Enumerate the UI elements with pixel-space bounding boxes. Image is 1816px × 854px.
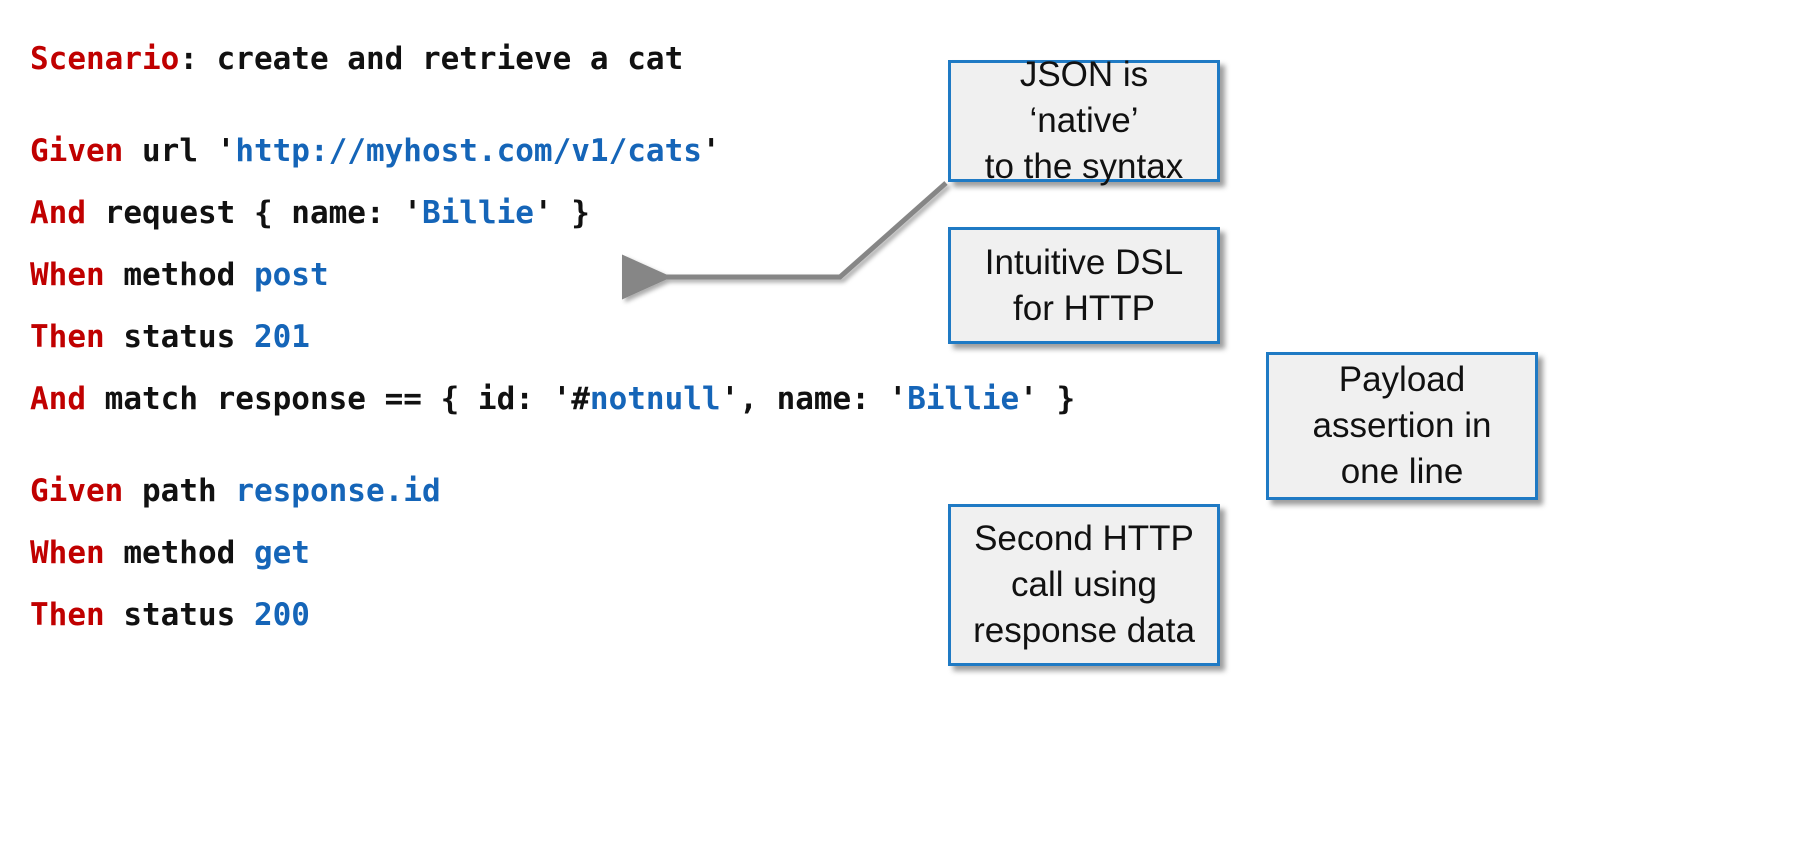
code-line-given-path: Given path response.id xyxy=(30,460,1330,522)
callout-payload-assertion: Payload assertion in one line xyxy=(1266,352,1538,500)
callout-intuitive-dsl-line2: for HTTP xyxy=(1013,288,1155,328)
code-token-text: request { name: ' xyxy=(86,195,422,231)
code-token-keyword: When xyxy=(30,257,105,293)
callout-second-http-line3: response data xyxy=(973,611,1195,650)
code-token-text: status xyxy=(104,319,254,355)
callout-json-native-line2: to the syntax xyxy=(984,147,1184,186)
code-token-text: : create and retrieve a cat xyxy=(179,41,684,77)
code-token-value: post xyxy=(253,257,329,293)
code-token-keyword: Given xyxy=(30,473,124,509)
code-token-keyword: And xyxy=(30,195,86,231)
callout-intuitive-dsl: Intuitive DSL for HTTP xyxy=(948,227,1220,344)
callout-payload-assertion-line2: assertion in xyxy=(1312,406,1492,445)
code-token-keyword: Given xyxy=(30,133,124,169)
code-line-when-method-get: When method get xyxy=(30,522,1330,584)
callout-second-http-line2: call using xyxy=(1011,565,1157,604)
callout-json-native: JSON is ‘native’ to the syntax xyxy=(948,55,1220,186)
code-token-text: url ' xyxy=(123,133,236,169)
code-token-text: ' } xyxy=(1019,381,1076,417)
callout-json-native-line1: JSON is ‘native’ xyxy=(1019,55,1149,140)
code-line-scenario: Scenario: create and retrieve a cat xyxy=(30,28,1330,90)
code-token-keyword: When xyxy=(30,535,105,571)
code-token-keyword: And xyxy=(30,381,86,417)
code-line-then-status-201: Then status 201 xyxy=(30,306,1330,368)
code-token-value: Billie xyxy=(907,381,1020,417)
code-line-and-match-response: And match response == { id: '#notnull', … xyxy=(30,368,1330,430)
code-token-value: notnull xyxy=(589,381,721,417)
code-line-then-status-200: Then status 200 xyxy=(30,584,1330,646)
code-token-text: path xyxy=(123,473,236,509)
code-token-text: match response == { id: '# xyxy=(86,381,590,417)
callout-intuitive-dsl-line1: Intuitive DSL xyxy=(984,242,1184,282)
code-token-text: method xyxy=(104,535,254,571)
code-token-value: get xyxy=(253,535,310,571)
callout-payload-assertion-line1: Payload xyxy=(1338,360,1466,399)
code-token-text: method xyxy=(104,257,254,293)
code-token-value: 201 xyxy=(253,319,310,355)
code-token-keyword: Scenario xyxy=(30,41,180,77)
code-token-value: response.id xyxy=(235,473,441,509)
callout-second-http-line1: Second HTTP xyxy=(974,519,1194,558)
code-token-text: ', name: ' xyxy=(720,381,908,417)
code-token-text: ' } xyxy=(533,195,590,231)
code-line-and-request: And request { name: 'Billie' } xyxy=(30,182,1330,244)
callout-payload-assertion-line3: one line xyxy=(1340,452,1464,491)
code-line-when-method-post: When method post xyxy=(30,244,1330,306)
code-token-text: ' xyxy=(701,133,721,169)
code-token-value: Billie xyxy=(421,195,534,231)
code-token-keyword: Then xyxy=(30,597,105,633)
karate-code-block: Scenario: create and retrieve a cat Give… xyxy=(30,28,1330,646)
code-token-url: http://myhost.com/v1/cats xyxy=(235,133,702,169)
code-line-blank-2 xyxy=(30,430,1330,460)
code-token-keyword: Then xyxy=(30,319,105,355)
callout-second-http: Second HTTP call using response data xyxy=(948,504,1220,666)
code-token-value: 200 xyxy=(253,597,310,633)
code-line-given-url: Given url 'http://myhost.com/v1/cats' xyxy=(30,120,1330,182)
code-token-text: status xyxy=(104,597,254,633)
